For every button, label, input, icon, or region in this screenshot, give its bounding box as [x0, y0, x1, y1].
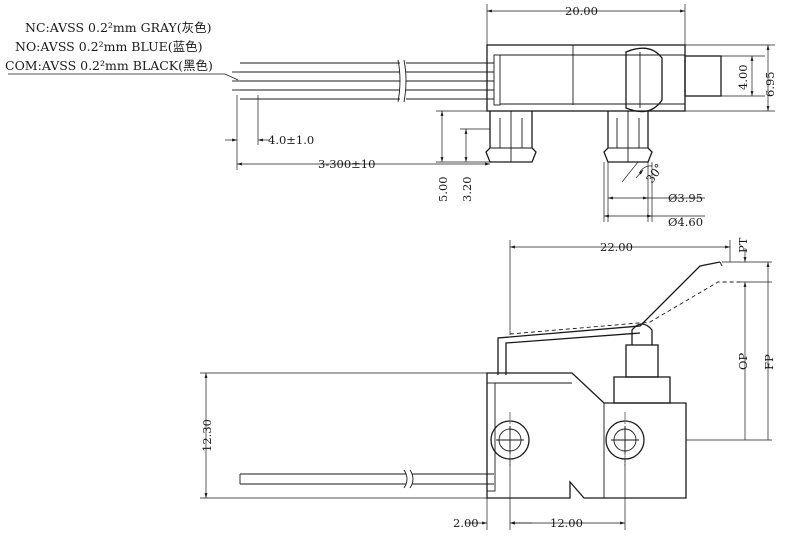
side-dims: 22.00 PT OP FP 12.30 2.00 12.00: [200, 237, 776, 530]
top-pegs: [485, 111, 653, 163]
wire-label-com: COM:AVSS 0.2²mm BLACK(黑色): [5, 58, 213, 73]
dim-op: OP: [736, 353, 750, 370]
side-body: [486, 323, 687, 499]
dim-offset: 2.00: [453, 516, 479, 530]
dim-peg-5: 5.00: [436, 176, 450, 202]
dim-pt: PT: [736, 237, 750, 253]
side-view: 22.00 PT OP FP 12.30 2.00 12.00: [200, 237, 776, 530]
dim-lever-width: 22.00: [600, 240, 633, 254]
dim-plunger-height: 4.00: [736, 64, 750, 90]
dim-peg-320: 3.20: [460, 176, 474, 202]
dim-hole-pitch: 12.00: [550, 516, 583, 530]
side-wire: [239, 469, 494, 489]
dim-body-height-side: 12.30: [200, 419, 214, 452]
dim-fp: FP: [762, 354, 776, 370]
top-view: 20.00 4.00 6.95 4.0±1.0 3-300±10 5.00 3.…: [225, 4, 777, 229]
leader-line: [8, 73, 239, 81]
side-centerlines: [509, 412, 626, 468]
dim-body-height: 6.95: [763, 71, 777, 97]
wire-label-no: NO:AVSS 0.2²mm BLUE(蓝色): [15, 39, 203, 54]
dim-dia-large: Ø4.60: [668, 215, 703, 229]
dim-angle: 30°: [643, 161, 666, 186]
top-wires: [232, 59, 494, 103]
dim-wire-length: 3-300±10: [318, 157, 375, 171]
top-dims: 20.00 4.00 6.95 4.0±1.0 3-300±10 5.00 3.…: [225, 4, 777, 229]
wire-labels: NC:AVSS 0.2²mm GRAY(灰色) NO:AVSS 0.2²mm B…: [5, 20, 239, 81]
dim-overall-width: 20.00: [565, 4, 598, 18]
dim-strip-length: 4.0±1.0: [268, 133, 314, 147]
wire-label-nc: NC:AVSS 0.2²mm GRAY(灰色): [25, 20, 212, 35]
top-body: [486, 44, 722, 113]
side-lever: [497, 261, 740, 375]
dim-dia-small: Ø3.95: [668, 191, 703, 205]
